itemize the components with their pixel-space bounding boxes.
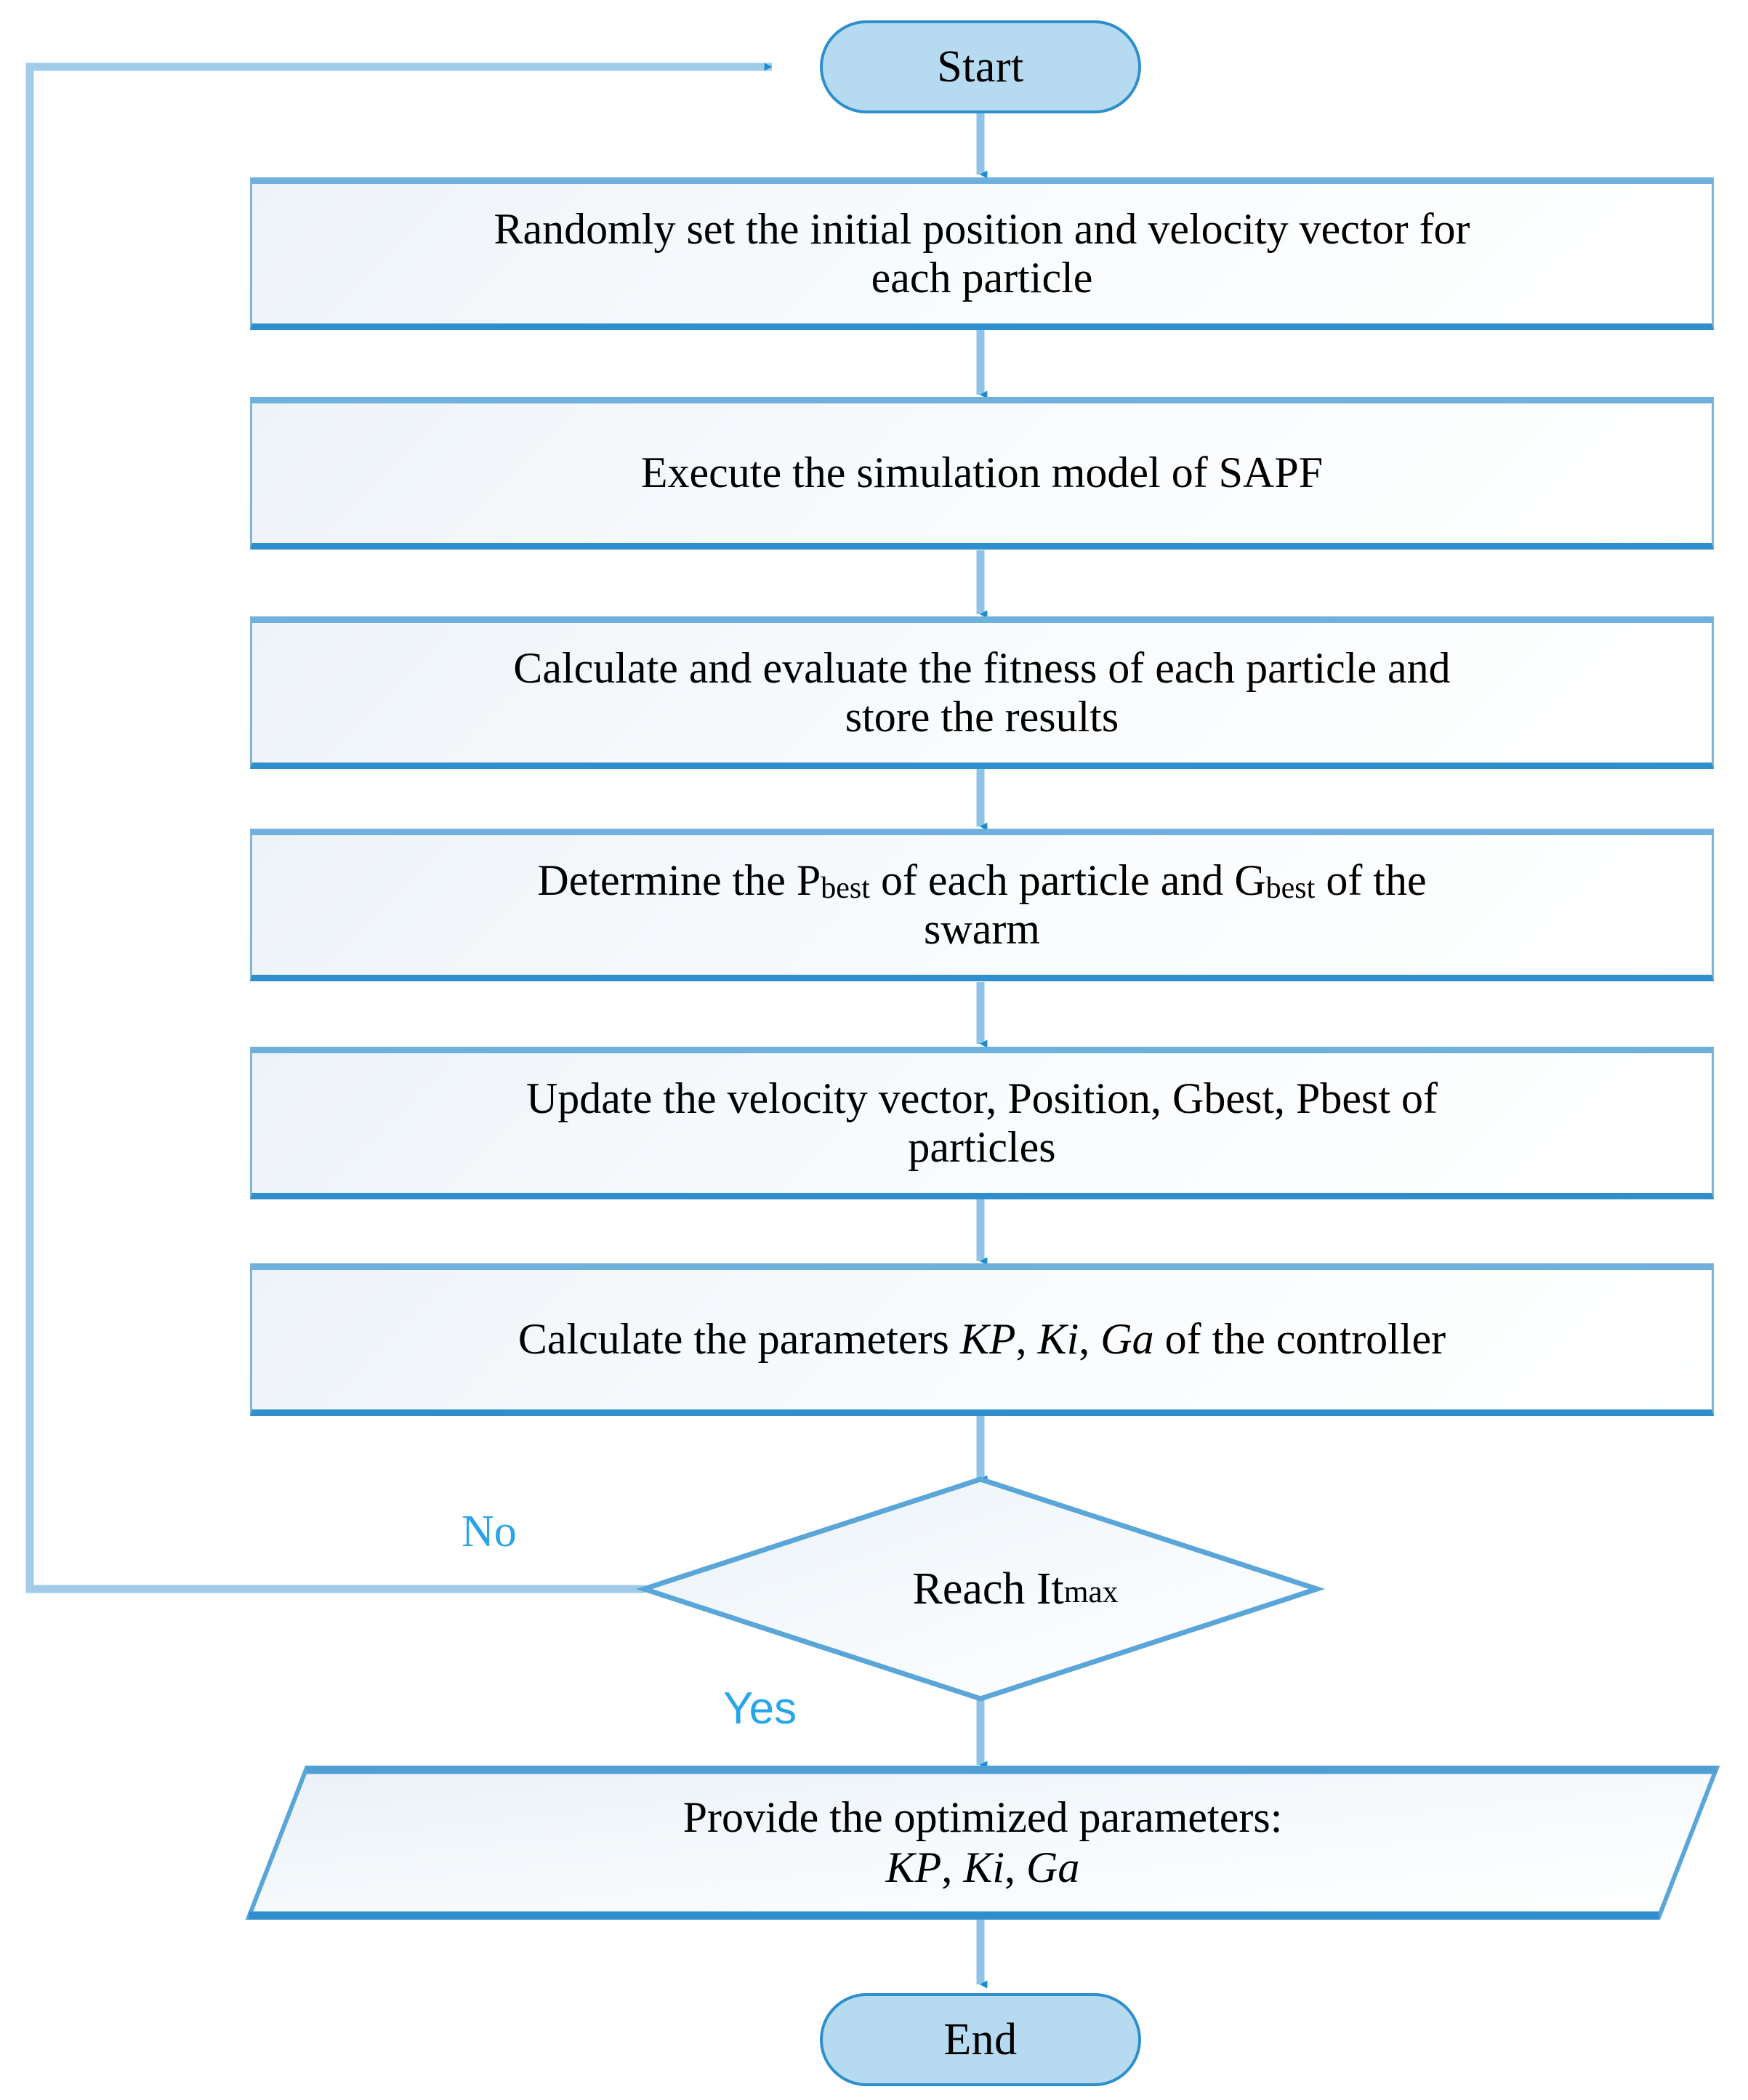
node-evaluate-fitness-label: Calculate and evaluate the fitness of ea… <box>513 643 1451 741</box>
decision-node-shape[interactable] <box>635 1476 1326 1702</box>
edge-no-feedback <box>25 63 773 1593</box>
node-initialize-particles[interactable]: Randomly set the initial position and ve… <box>250 177 1714 330</box>
node-initialize-particles-label: Randomly set the initial position and ve… <box>494 204 1470 302</box>
node-output-optimized-parameters[interactable]: Provide the optimized parameters: KP, Ki… <box>249 1768 1717 1918</box>
node-determine-pbest-gbest-label: Determine the Pbest of each particle and… <box>537 856 1427 953</box>
node-update-velocity-position[interactable]: Update the velocity vector, Position, Gb… <box>250 1047 1714 1199</box>
node-calculate-controller-parameters[interactable]: Calculate the parameters KP, Ki, Ga of t… <box>250 1263 1714 1416</box>
node-execute-simulation-label: Execute the simulation model of SAPF <box>640 448 1324 497</box>
node-end[interactable]: End <box>820 1993 1141 2086</box>
node-start-label: Start <box>937 42 1024 92</box>
node-execute-simulation[interactable]: Execute the simulation model of SAPF <box>250 397 1714 550</box>
node-start[interactable]: Start <box>820 20 1141 113</box>
edge-label-yes: Yes <box>723 1683 797 1734</box>
node-update-velocity-position-label: Update the velocity vector, Position, Gb… <box>525 1074 1438 1171</box>
node-determine-pbest-gbest[interactable]: Determine the Pbest of each particle and… <box>250 829 1714 981</box>
node-output-optimized-parameters-label: Provide the optimized parameters: KP, Ki… <box>682 1793 1283 1891</box>
node-end-label: End <box>943 2015 1018 2064</box>
output-node-shape[interactable] <box>245 1766 1720 1920</box>
edge-label-no: No <box>462 1507 517 1556</box>
node-evaluate-fitness[interactable]: Calculate and evaluate the fitness of ea… <box>250 616 1714 769</box>
node-calculate-controller-parameters-label: Calculate the parameters KP, Ki, Ga of t… <box>517 1315 1446 1364</box>
